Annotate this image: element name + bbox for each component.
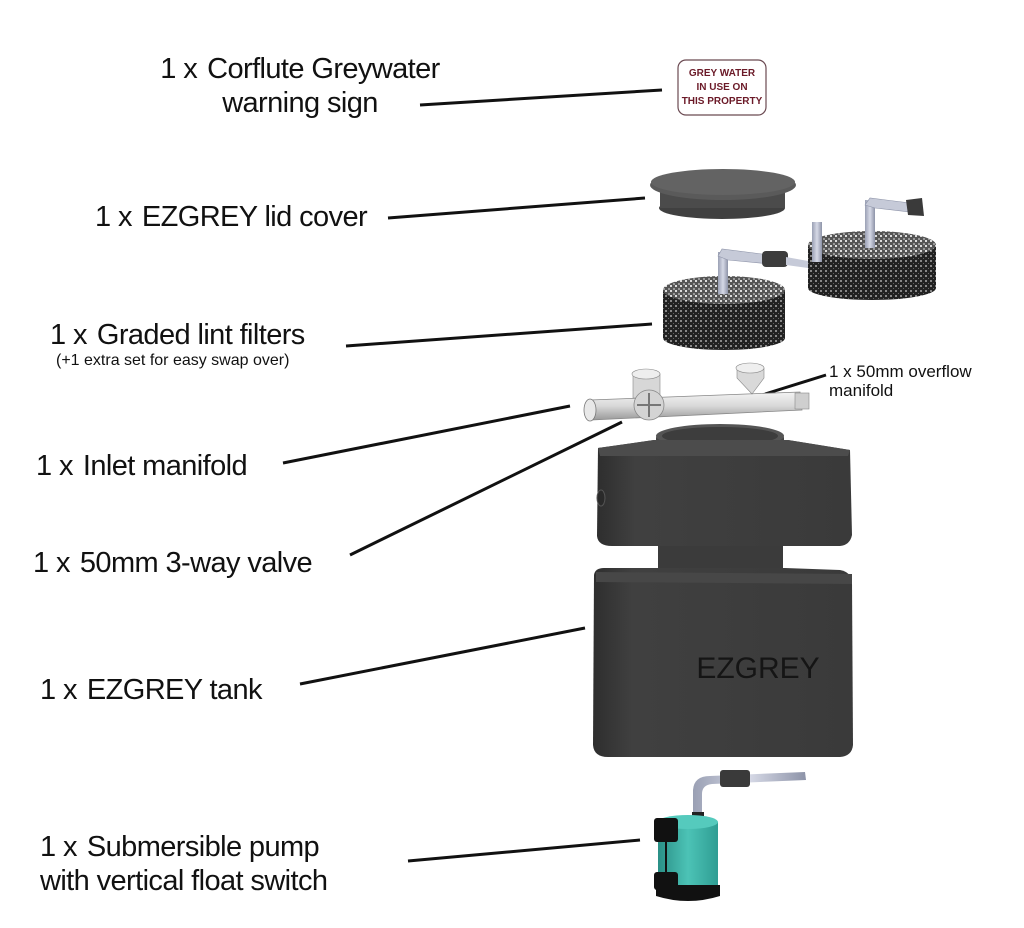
- label-qty: 1 x: [33, 547, 70, 579]
- manifold-illustration: [583, 362, 810, 422]
- label-text-line-2: manifold: [829, 381, 894, 400]
- leader-pump: [407, 838, 641, 863]
- lint-filters-illustration: [663, 197, 936, 350]
- label-inlet-manifold: 1 x Inlet manifold: [36, 449, 248, 483]
- leader-overflow: [764, 373, 827, 396]
- label-lint-filters-note: (+1 extra set for easy swap over): [56, 352, 290, 369]
- label-text: Submersible pump: [86, 831, 320, 863]
- tank-brand-text: EZGREY: [696, 652, 819, 685]
- label-tank: 1 x EZGREY tank: [40, 673, 262, 707]
- label-warning-sign: 1 x Corflute Greywater warning sign: [140, 52, 460, 120]
- label-text: EZGREY tank: [86, 674, 263, 706]
- label-lint-filters: 1 x Graded lint filters: [50, 318, 305, 352]
- sign-text-line-2: IN USE ON: [696, 82, 747, 93]
- label-text: EZGREY lid cover: [141, 201, 368, 233]
- label-submersible-pump: 1 x Submersible pump with vertical float …: [40, 830, 328, 898]
- lid-cover-illustration: [650, 169, 796, 219]
- label-text-line-2: warning sign: [222, 87, 378, 119]
- label-three-way-valve: 1 x 50mm 3-way valve: [33, 546, 313, 580]
- leader-lines: [282, 88, 827, 863]
- leader-inlet: [282, 404, 571, 465]
- three-way-valve-illustration: [633, 389, 665, 421]
- leader-lid: [387, 196, 646, 220]
- label-text: Graded lint filters: [96, 319, 305, 351]
- label-qty: 1 x: [829, 362, 852, 381]
- leader-tank: [299, 626, 586, 686]
- filter-left: [663, 248, 808, 350]
- warning-sign-illustration: GREY WATER IN USE ON THIS PROPERTY: [677, 59, 767, 116]
- label-qty: 1 x: [36, 450, 73, 482]
- leader-filters: [345, 322, 653, 348]
- sign-text-line-3: THIS PROPERTY: [682, 96, 763, 107]
- label-qty: 1 x: [95, 201, 132, 233]
- leader-sign: [419, 88, 663, 107]
- label-qty: 1 x: [160, 53, 198, 85]
- label-lid-cover: 1 x EZGREY lid cover: [95, 200, 368, 234]
- sign-text-line-1: GREY WATER: [689, 68, 756, 79]
- label-text: Corflute Greywater: [207, 53, 440, 85]
- label-text: Inlet manifold: [82, 450, 248, 482]
- label-text: 50mm 3-way valve: [79, 547, 313, 579]
- label-text: 50mm overflow: [856, 362, 972, 381]
- filter-right: [808, 197, 936, 300]
- leader-valve: [349, 420, 623, 557]
- tank-illustration: EZGREY: [593, 424, 853, 757]
- label-overflow-manifold: 1 x 50mm overflow manifold: [829, 362, 972, 400]
- label-qty: 1 x: [50, 319, 87, 351]
- label-qty: 1 x: [40, 674, 77, 706]
- label-text-line-2: with vertical float switch: [40, 865, 328, 897]
- pump-illustration: [654, 770, 806, 901]
- label-qty: 1 x: [40, 831, 77, 863]
